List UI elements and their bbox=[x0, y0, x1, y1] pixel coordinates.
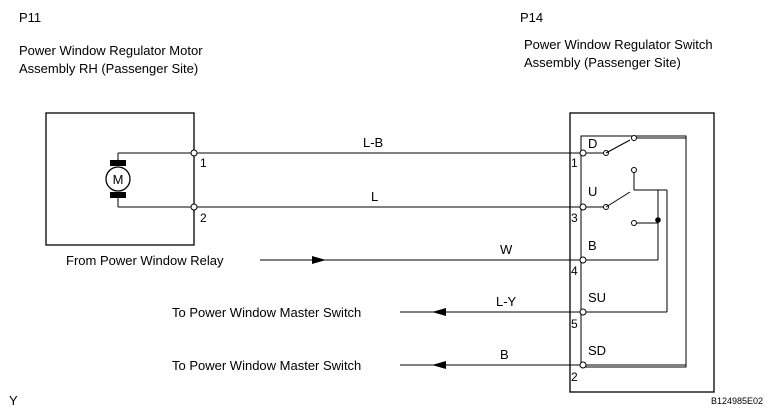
right-pin-label: 5 bbox=[571, 317, 578, 331]
right-terminal-u bbox=[579, 203, 587, 211]
right-pin-label: 4 bbox=[571, 264, 578, 278]
motor-icon: M bbox=[105, 152, 194, 208]
right-component-name-line1: Power Window Regulator Switch bbox=[524, 37, 713, 52]
arrow-left-icon bbox=[432, 308, 446, 316]
figure-id: B124985E02 bbox=[711, 396, 763, 406]
wire-color-label: L-B bbox=[363, 135, 383, 150]
terminal-name: SU bbox=[588, 290, 606, 305]
right-terminal-su bbox=[579, 308, 587, 316]
wire-color-label: L bbox=[371, 189, 378, 204]
left-component-name-line2: Assembly RH (Passenger Site) bbox=[19, 61, 198, 76]
left-connector-code: P11 bbox=[19, 10, 41, 25]
right-pin-label: 1 bbox=[571, 156, 578, 170]
terminal-name: D bbox=[588, 136, 597, 151]
terminal-name: U bbox=[588, 184, 597, 199]
right-terminal-sd bbox=[579, 361, 587, 369]
arrow-right-icon bbox=[312, 256, 326, 264]
wire-color-label: L-Y bbox=[496, 294, 517, 309]
right-terminal-d bbox=[579, 149, 587, 157]
relay-source-label: From Power Window Relay bbox=[66, 253, 224, 268]
motor-symbol-letter: M bbox=[113, 172, 124, 187]
switch-assembly-outer-box bbox=[569, 112, 715, 393]
wire-color-label: B bbox=[500, 347, 509, 362]
left-pin-1-terminal bbox=[190, 149, 198, 157]
right-component-name-line2: Assembly (Passenger Site) bbox=[524, 55, 681, 70]
left-pin-2-label: 2 bbox=[200, 211, 207, 225]
terminal-name: SD bbox=[588, 343, 606, 358]
master-switch-dest-label-1: To Power Window Master Switch bbox=[172, 305, 361, 320]
switch-mechanism bbox=[586, 135, 687, 366]
right-pin-label: 3 bbox=[571, 211, 578, 225]
right-terminal-b bbox=[579, 256, 587, 264]
left-pin-1-label: 1 bbox=[200, 156, 207, 170]
right-connector-code: P14 bbox=[520, 10, 543, 25]
left-component-name-line1: Power Window Regulator Motor bbox=[19, 43, 203, 58]
arrow-left-icon bbox=[432, 361, 446, 369]
left-pin-2-terminal bbox=[190, 203, 198, 211]
right-pin-label: 2 bbox=[571, 370, 578, 384]
terminal-name: B bbox=[588, 238, 597, 253]
footer-left-mark: Y bbox=[9, 393, 18, 408]
wire-color-label: W bbox=[500, 242, 513, 257]
master-switch-dest-label-2: To Power Window Master Switch bbox=[172, 358, 361, 373]
